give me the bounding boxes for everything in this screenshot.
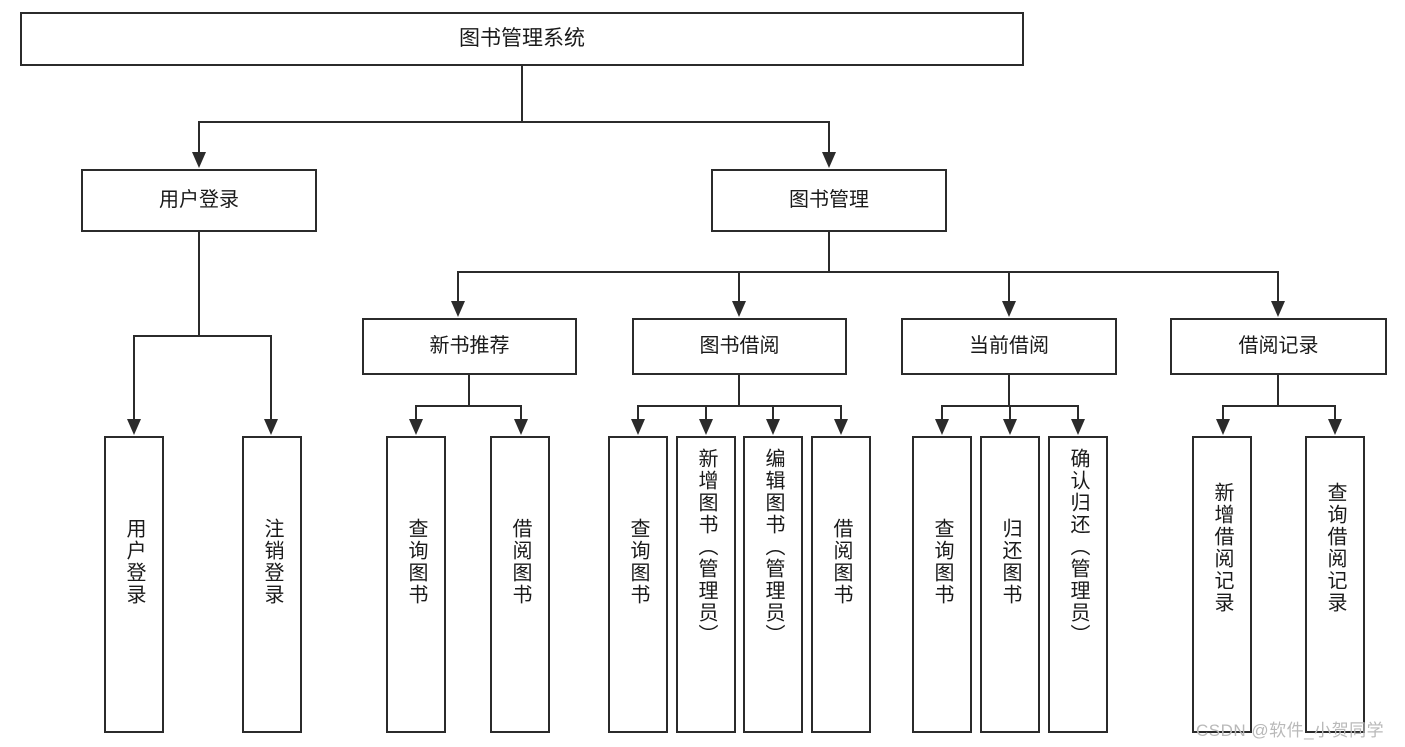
arrow-to-current-borrow xyxy=(1002,301,1016,317)
leaf-query-book-current[interactable]: 查询图书 xyxy=(912,436,972,733)
leaf-label: 注销登录 xyxy=(261,518,283,606)
node-new-book-recommend[interactable]: 新书推荐 xyxy=(362,318,577,375)
connector-book-borrow-trunk xyxy=(738,375,740,407)
arrow-to-leaf-add-borrow-record xyxy=(1216,419,1230,435)
arrow-to-leaf-borrow-book-nbr xyxy=(514,419,528,435)
leaf-label: 查询图书 xyxy=(931,518,953,606)
connector-user-login-leaf-1 xyxy=(133,335,135,420)
arrow-to-leaf-query-borrow-record xyxy=(1328,419,1342,435)
leaf-borrow-book[interactable]: 借阅图书 xyxy=(811,436,871,733)
connector-cb-leaf-3 xyxy=(1077,405,1079,420)
leaf-label: 归还图书 xyxy=(999,518,1021,606)
connector-bb-leaf-1 xyxy=(637,405,639,420)
leaf-label: 查询图书 xyxy=(627,518,649,606)
leaf-query-borrow-record[interactable]: 查询借阅记录 xyxy=(1305,436,1365,733)
leaf-label: 新增借阅记录 xyxy=(1211,482,1233,614)
node-root-book-management-system[interactable]: 图书管理系统 xyxy=(20,12,1024,66)
arrow-to-leaf-logout xyxy=(264,419,278,435)
connector-current-borrow-trunk xyxy=(1008,375,1010,407)
leaf-label: 查询借阅记录 xyxy=(1324,482,1346,614)
connector-user-login-leaf-2 xyxy=(270,335,272,420)
node-label: 新书推荐 xyxy=(429,334,510,357)
leaf-add-borrow-record[interactable]: 新增借阅记录 xyxy=(1192,436,1252,733)
node-borrow-record[interactable]: 借阅记录 xyxy=(1170,318,1387,375)
connector-user-login-trunk xyxy=(198,232,200,337)
leaf-add-book-admin[interactable]: 新增图书（管理员） xyxy=(676,436,736,733)
leaf-label: 借阅图书 xyxy=(509,518,531,606)
connector-root-to-user-login xyxy=(198,121,200,153)
leaf-label: 借阅图书 xyxy=(830,518,852,606)
leaf-label: 查询图书 xyxy=(405,518,427,606)
connector-br-leaf-1 xyxy=(1222,405,1224,420)
connector-root-trunk xyxy=(521,66,523,122)
connector-root-bus xyxy=(198,121,830,123)
arrow-to-new-book-recommend xyxy=(451,301,465,317)
node-label: 当前借阅 xyxy=(969,334,1049,357)
node-label: 图书管理系统 xyxy=(459,26,585,50)
leaf-query-book-borrow[interactable]: 查询图书 xyxy=(608,436,668,733)
leaf-confirm-return-admin[interactable]: 确认归还（管理员） xyxy=(1048,436,1108,733)
connector-cb-leaf-1 xyxy=(941,405,943,420)
connector-user-login-bus xyxy=(133,335,272,337)
arrow-to-book-management xyxy=(822,152,836,168)
connector-br-leaf-2 xyxy=(1334,405,1336,420)
arrow-to-leaf-return-book xyxy=(1003,419,1017,435)
node-current-borrow[interactable]: 当前借阅 xyxy=(901,318,1117,375)
leaf-user-login[interactable]: 用户登录 xyxy=(104,436,164,733)
leaf-label: 确认归还（管理员） xyxy=(1067,448,1089,646)
node-label: 图书管理 xyxy=(789,188,869,211)
connector-nbr-leaf-2 xyxy=(520,405,522,420)
connector-borrow-record-bus xyxy=(1222,405,1335,407)
leaf-logout[interactable]: 注销登录 xyxy=(242,436,302,733)
connector-to-current-borrow xyxy=(1008,271,1010,302)
arrow-to-leaf-confirm-return xyxy=(1071,419,1085,435)
connector-bb-leaf-4 xyxy=(840,405,842,420)
arrow-to-leaf-query-book-bb xyxy=(631,419,645,435)
connector-borrow-record-trunk xyxy=(1277,375,1279,407)
leaf-query-book-new-recommend[interactable]: 查询图书 xyxy=(386,436,446,733)
arrow-to-borrow-record xyxy=(1271,301,1285,317)
connector-nbr-leaf-1 xyxy=(415,405,417,420)
arrow-to-leaf-edit-book xyxy=(766,419,780,435)
node-label: 图书借阅 xyxy=(699,334,780,357)
connector-new-book-recommend-trunk xyxy=(468,375,470,407)
leaf-return-book[interactable]: 归还图书 xyxy=(980,436,1040,733)
arrow-to-book-borrow xyxy=(732,301,746,317)
leaf-edit-book-admin[interactable]: 编辑图书（管理员） xyxy=(743,436,803,733)
node-label: 借阅记录 xyxy=(1238,334,1319,357)
arrow-to-leaf-user-login xyxy=(127,419,141,435)
connector-book-management-bus xyxy=(457,271,1279,273)
connector-cb-leaf-2 xyxy=(1009,405,1011,420)
node-book-borrow[interactable]: 图书借阅 xyxy=(632,318,847,375)
node-label: 用户登录 xyxy=(159,188,239,211)
arrow-to-leaf-query-book-cb xyxy=(935,419,949,435)
node-book-management[interactable]: 图书管理 xyxy=(711,169,947,232)
connector-root-to-book-management xyxy=(828,121,830,153)
connector-book-borrow-bus xyxy=(637,405,841,407)
connector-bb-leaf-2 xyxy=(705,405,707,420)
leaf-borrow-book-new-recommend[interactable]: 借阅图书 xyxy=(490,436,550,733)
leaf-label: 新增图书（管理员） xyxy=(695,448,717,646)
connector-book-management-trunk xyxy=(828,232,830,273)
leaf-label: 用户登录 xyxy=(123,518,145,606)
arrow-to-user-login xyxy=(192,152,206,168)
arrow-to-leaf-query-book-nbr xyxy=(409,419,423,435)
connector-to-new-book-recommend xyxy=(457,271,459,302)
leaf-label: 编辑图书（管理员） xyxy=(762,448,784,646)
node-user-login[interactable]: 用户登录 xyxy=(81,169,317,232)
connector-bb-leaf-3 xyxy=(772,405,774,420)
connector-new-book-recommend-bus xyxy=(415,405,522,407)
arrow-to-leaf-borrow-book-bb xyxy=(834,419,848,435)
connector-to-borrow-record xyxy=(1277,271,1279,302)
arrow-to-leaf-add-book xyxy=(699,419,713,435)
connector-to-book-borrow xyxy=(738,271,740,302)
